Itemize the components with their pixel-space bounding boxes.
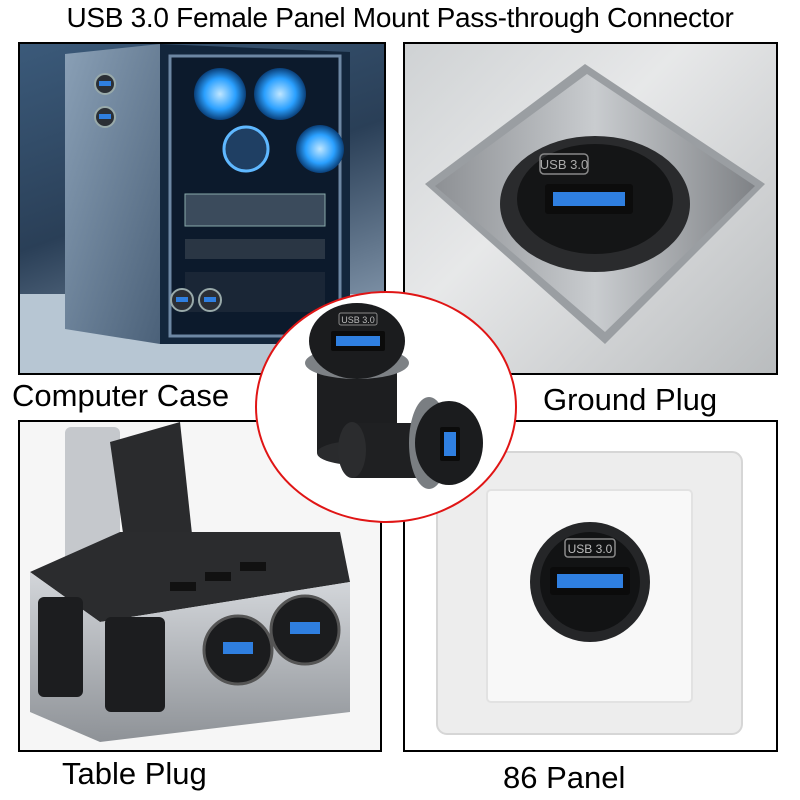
caption-computer-case: Computer Case xyxy=(12,378,230,413)
caption-table-plug: Table Plug xyxy=(62,756,207,791)
ground-plug-image: USB 3.0 xyxy=(403,42,778,375)
computer-case-illustration xyxy=(20,44,384,373)
caption-ground-plug: Ground Plug xyxy=(543,382,718,417)
connector-illustration: USB 3.0 xyxy=(305,303,483,489)
table-plug-image xyxy=(18,420,382,752)
ground-plug-illustration: USB 3.0 xyxy=(425,64,765,344)
table-plug-illustration xyxy=(30,422,350,742)
product-closeup: USB 3.0 xyxy=(255,291,517,523)
usb-label: USB 3.0 xyxy=(540,157,588,172)
usb-label: USB 3.0 xyxy=(341,315,375,325)
caption-86-panel: 86 Panel xyxy=(503,760,626,795)
usb-port-icon xyxy=(202,594,341,686)
usb-label: USB 3.0 xyxy=(568,542,613,556)
computer-case-image xyxy=(18,42,386,375)
usb-port-icon xyxy=(94,73,222,312)
page-title: USB 3.0 Female Panel Mount Pass-through … xyxy=(66,2,734,33)
